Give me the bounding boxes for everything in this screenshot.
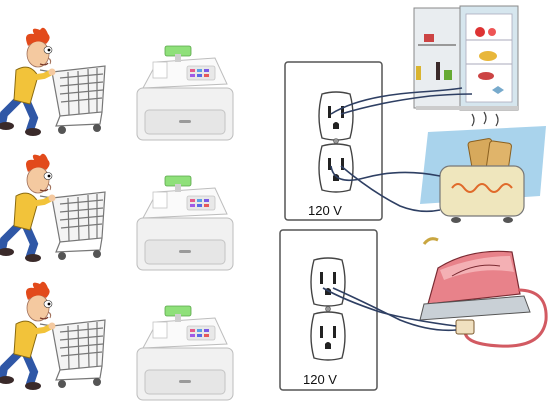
outlet-plate-top: 120 V <box>284 61 383 221</box>
cash-register-2 <box>136 175 234 271</box>
voltage-label-bottom: 120 V <box>303 372 337 387</box>
power-cords <box>322 87 473 332</box>
cash-register-3 <box>136 305 234 401</box>
receptacle-bottom-2 <box>310 311 346 361</box>
shopper-1 <box>0 28 105 136</box>
toaster <box>420 111 546 223</box>
receptacle-top-1 <box>318 91 354 141</box>
outlet-plate-bottom: 120 V <box>279 229 378 391</box>
clothes-iron <box>419 237 548 348</box>
shopper-3 <box>0 282 105 390</box>
receptacle-bottom-1 <box>310 257 346 307</box>
shopper-2 <box>0 154 105 262</box>
cash-register-1 <box>136 45 234 141</box>
refrigerator <box>413 5 519 111</box>
voltage-label-top: 120 V <box>308 203 342 218</box>
receptacle-top-2 <box>318 143 354 193</box>
